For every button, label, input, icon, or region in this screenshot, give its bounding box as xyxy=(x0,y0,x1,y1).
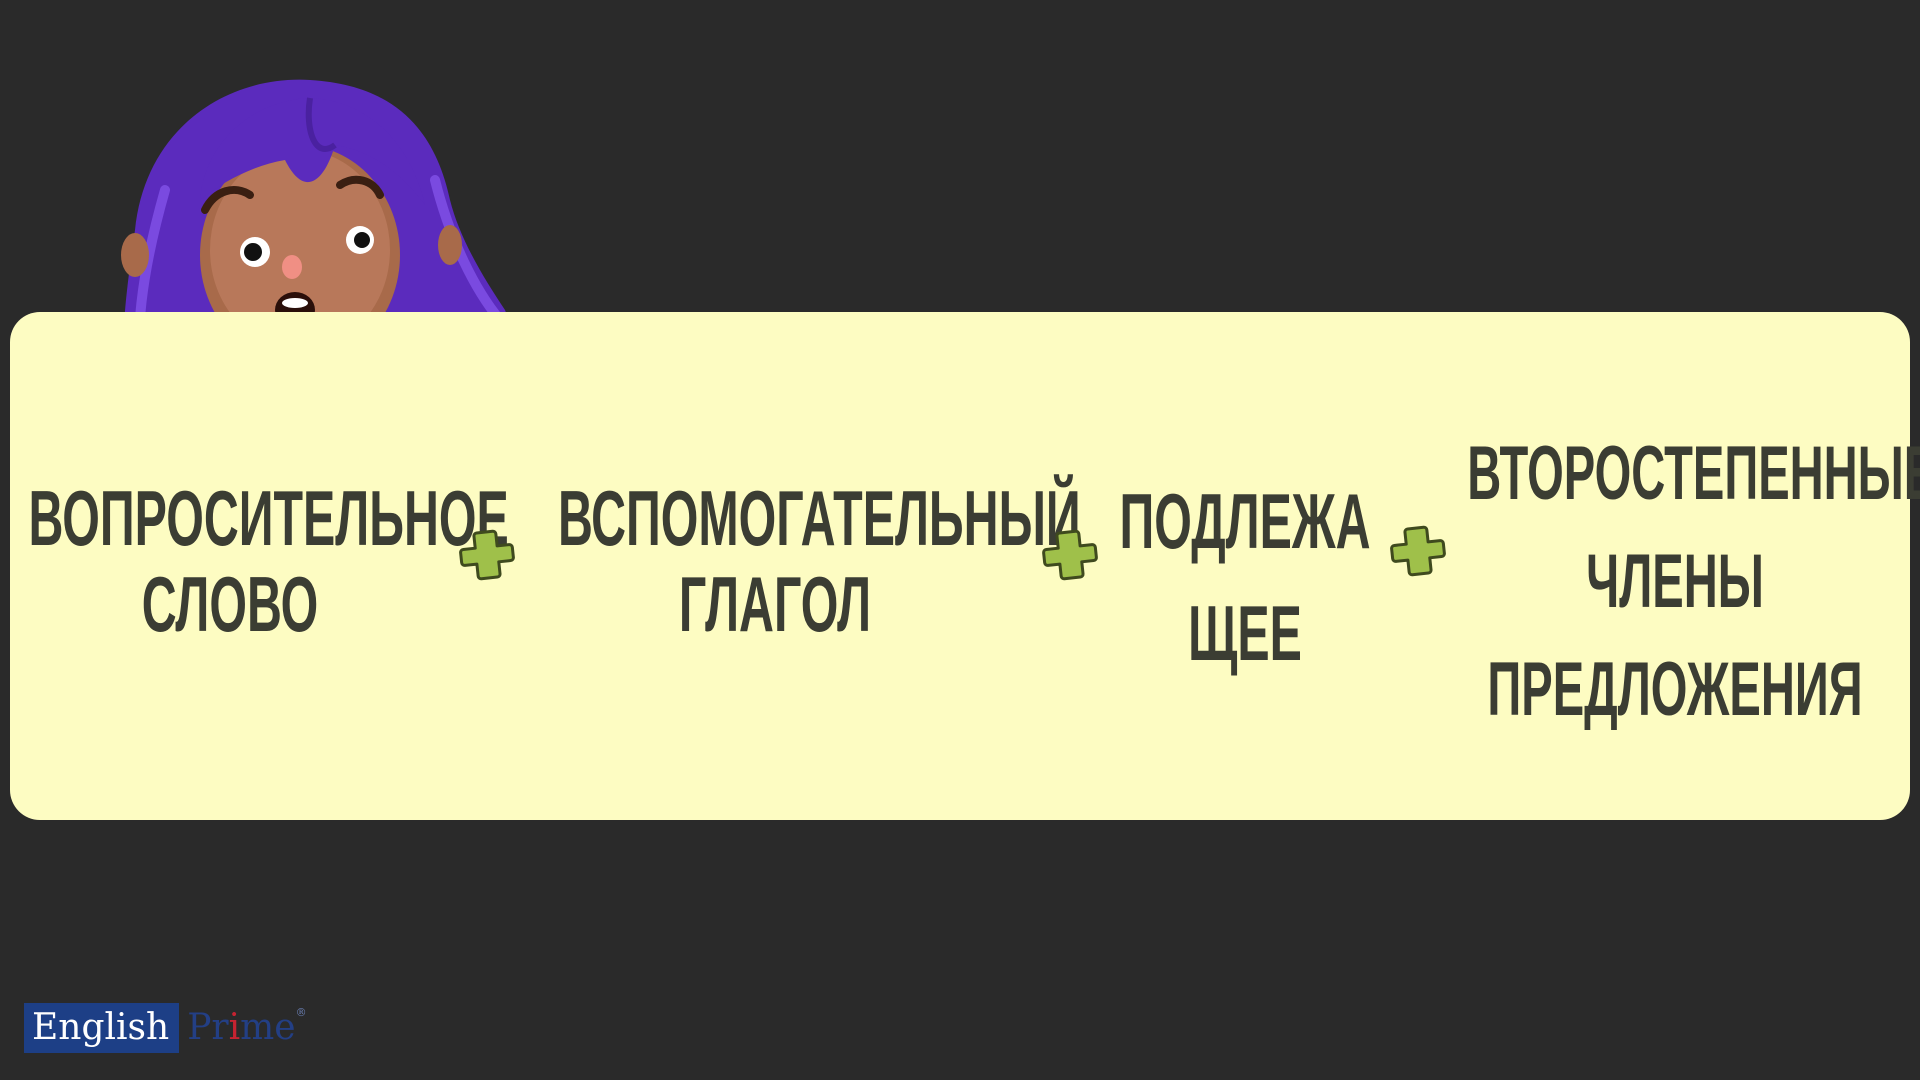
term-auxiliary-verb: ВСПОМОГАТЕЛЬНЫЙ ГЛАГОЛ xyxy=(558,474,1081,648)
term-secondary-parts-line3: ПРЕДЛОЖЕНИЯ xyxy=(1487,647,1863,732)
logo-registered-mark: ® xyxy=(295,1006,307,1019)
logo-prime-part2: me xyxy=(240,1007,296,1048)
term-subject: ПОДЛЕЖА ЩЕЕ xyxy=(1106,465,1385,689)
term-question-word: ВОПРОСИТЕЛЬНОЕ СЛОВО xyxy=(28,474,509,648)
term-subject-line2: ЩЕЕ xyxy=(1188,589,1302,677)
term-secondary-parts-line1: ВТОРОСТЕПЕННЫЕ xyxy=(1467,431,1920,516)
logo-prime: Prime® xyxy=(179,1003,306,1053)
term-auxiliary-verb-line2: ГЛАГОЛ xyxy=(678,560,872,648)
plus-icon xyxy=(1041,526,1099,584)
logo-prime-part1: Pr xyxy=(187,1007,229,1048)
term-secondary-parts-line2: ЧЛЕНЫ xyxy=(1586,539,1764,624)
plus-icon xyxy=(458,526,516,584)
term-question-word-line1: ВОПРОСИТЕЛЬНОЕ xyxy=(28,474,509,562)
plus-icon xyxy=(1389,522,1447,580)
formula-card xyxy=(10,312,1910,820)
term-subject-line1: ПОДЛЕЖА xyxy=(1119,477,1371,565)
term-secondary-parts: ВТОРОСТЕПЕННЫЕ ЧЛЕНЫ ПРЕДЛОЖЕНИЯ xyxy=(1467,420,1920,744)
term-question-word-line2: СЛОВО xyxy=(141,560,319,648)
english-prime-logo: English Prime® xyxy=(24,1003,307,1053)
logo-english: English xyxy=(24,1003,180,1053)
term-auxiliary-verb-line1: ВСПОМОГАТЕЛЬНЫЙ xyxy=(558,474,1081,562)
logo-prime-i: i xyxy=(228,1007,241,1048)
